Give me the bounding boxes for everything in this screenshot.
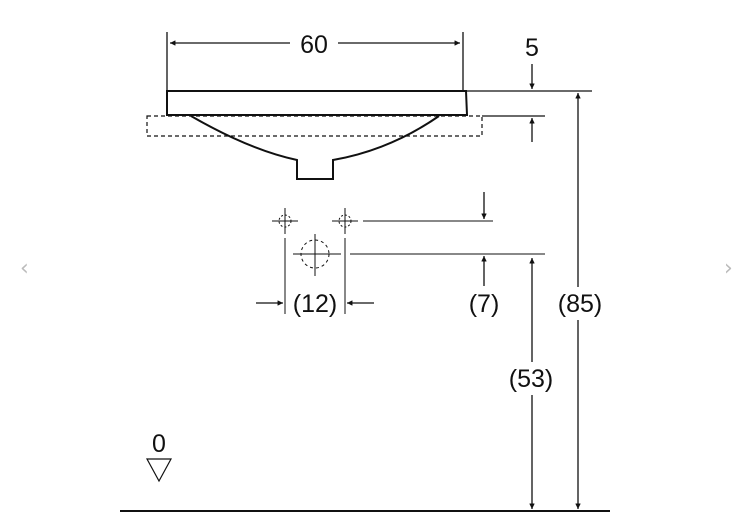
tap-spacing-label: (12) <box>293 290 337 318</box>
width-label: 60 <box>300 31 328 59</box>
total-height-label: (85) <box>558 290 602 318</box>
tap-hole-markers <box>272 208 493 234</box>
next-image-button[interactable]: › <box>724 256 733 281</box>
tap-spacing-dimension <box>256 238 374 314</box>
tap-offset-label: (7) <box>469 290 500 318</box>
drain-height-label: (53) <box>509 365 553 393</box>
rim-dimension <box>466 64 592 142</box>
floor-level-label: 0 <box>152 430 166 458</box>
countertop-outline <box>146 115 483 137</box>
basin-outline <box>166 90 469 180</box>
width-dimension <box>166 32 464 90</box>
rim-label: 5 <box>525 34 539 62</box>
previous-image-button[interactable]: ‹ <box>20 256 29 281</box>
floor-level-triangle <box>145 458 173 483</box>
drain-marker <box>293 234 545 276</box>
